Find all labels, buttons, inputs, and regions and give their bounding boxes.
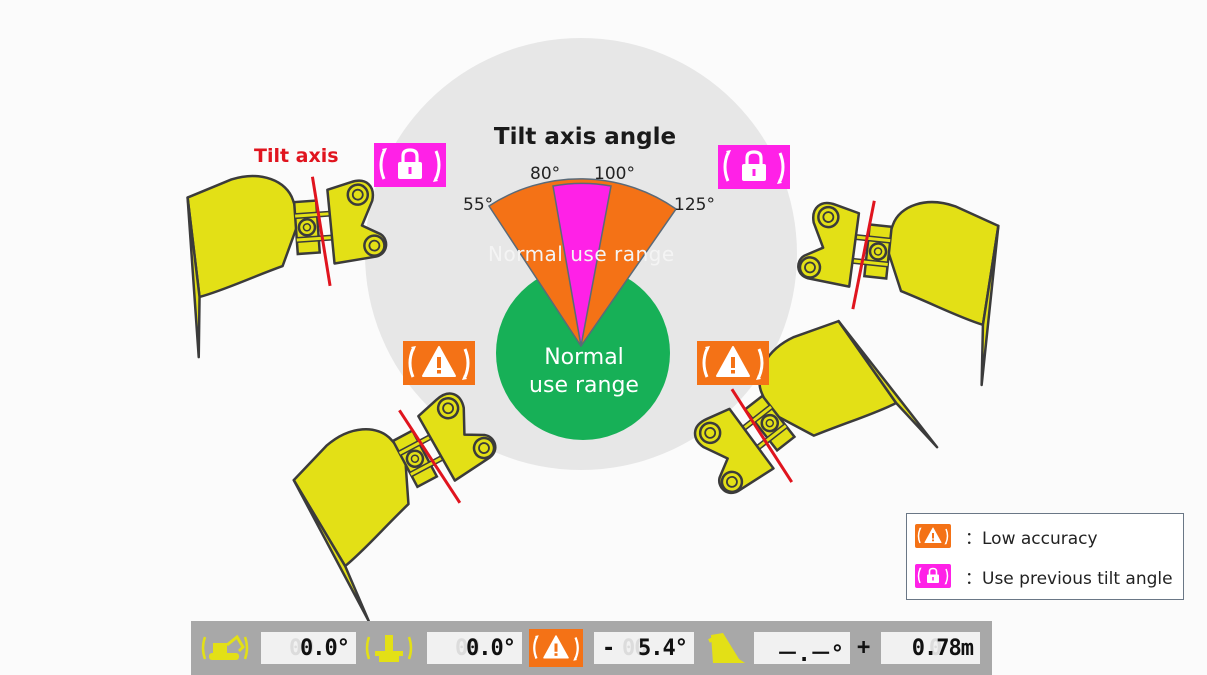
warning-icon [915,524,951,548]
status-bar: 00 0.0° 00 0.0° - 00 5.4° －.－° + 0 0.78m [191,621,992,675]
normal-use-range-line1: Normal [544,345,624,370]
angle-label-125: 125° [674,195,715,215]
warning-icon [697,341,769,385]
attachment-tilt-ghost: 00 [455,636,480,661]
lock-icon [374,143,446,187]
legend-item-previous-tilt: ：Use previous tilt angle [915,563,1173,589]
warning-icon [403,341,475,385]
plus-sign: + [857,635,871,660]
distance-readout: 0 0.78m [881,632,980,664]
bucket-angle-value: －.－° [776,642,844,667]
warning-sign: - [602,636,616,661]
warning-icon [529,629,583,667]
machine-tilt-ghost: 00 [289,636,314,661]
warning-value: 5.4° [638,636,688,661]
machine-tilt-readout: 00 0.0° [261,632,356,664]
lock-icon [718,145,790,189]
lock-icon [915,564,951,588]
diagram-title: Tilt axis angle [493,124,677,150]
previous-tilt-sector [552,182,612,347]
legend-label-low-accuracy: ：Low accuracy [965,528,1098,549]
warning-ghost: 00 [622,636,647,661]
normal-use-range-label: Normal use range [496,344,672,400]
legend: ：Low accuracy ：Use previous tilt angle [906,513,1184,600]
attachment-tilt-readout: 00 0.0° [427,632,522,664]
legend-label-previous-tilt: ：Use previous tilt angle [965,568,1173,589]
attachment-tilt-icon [365,635,413,662]
distance-value: 0.78m [911,636,974,661]
bucket-top-left [186,167,393,357]
attachment-tilt-value: 0.0° [466,636,516,661]
normal-use-range-circle [496,266,670,440]
tilt-axis-label: Tilt axis [254,145,339,167]
angle-label-100: 100° [594,164,635,184]
normal-use-range-line2: use range [529,373,639,398]
warning-readout: - 00 5.4° [594,632,694,664]
machine-tilt-icon [201,634,249,660]
angle-label-55: 55° [463,195,494,215]
background-range-label: Normal use range [488,242,675,266]
bucket-angle-icon [708,633,745,663]
legend-item-low-accuracy: ：Low accuracy [915,523,1098,549]
bucket-angle-readout: －.－° [754,632,850,667]
distance-ghost: 0 [929,636,942,661]
angle-label-80: 80° [530,164,561,184]
machine-tilt-value: 0.0° [300,636,350,661]
